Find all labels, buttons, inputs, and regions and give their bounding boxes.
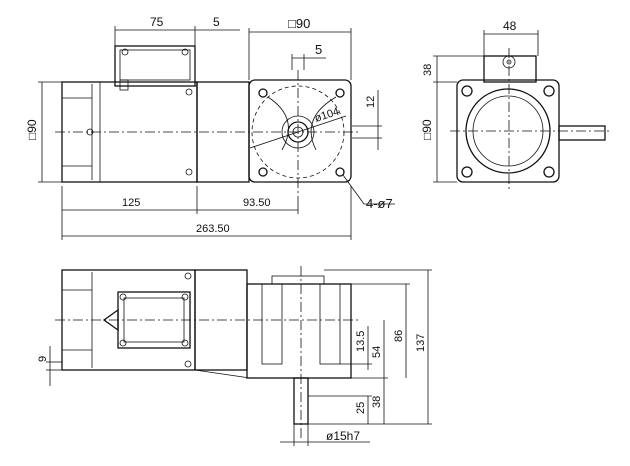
dim-25: 25	[355, 402, 367, 414]
dim-13-5: 13.5	[355, 331, 367, 352]
dim-flange-square: □90	[288, 16, 310, 31]
dim-front-offset: 9	[37, 356, 49, 362]
dim-shaft-offset: 5	[315, 42, 322, 57]
dim-box-width: 48	[503, 19, 517, 33]
dim-motor-length: 125	[122, 197, 140, 209]
dim-holes: 4-ø7	[366, 196, 393, 211]
dim-end-square: □90	[420, 119, 434, 140]
front-view: 9 13.5 54 86 137 25 38 ø15h7	[37, 266, 432, 446]
flange	[248, 79, 352, 183]
end-view: 48 38 □90	[420, 19, 610, 190]
dim-38: 38	[371, 396, 383, 408]
top-view: 75 5 □90 5 □90 ø104 12 4-ø7 125 93.50 26…	[25, 15, 395, 240]
dim-gap: 5	[213, 15, 220, 29]
dim-terminal-width: 75	[150, 15, 164, 29]
end-shaft	[558, 125, 606, 141]
dim-box-height: 38	[422, 64, 434, 76]
dim-54: 54	[371, 346, 383, 358]
dim-body-height: □90	[25, 119, 39, 140]
dim-gear-length: 93.50	[243, 197, 271, 209]
dim-total-length: 263.50	[196, 223, 230, 235]
dim-shaft: ø15h7	[326, 429, 360, 443]
dim-137: 137	[415, 334, 427, 352]
dim-key-height: 12	[365, 96, 377, 108]
dim-86: 86	[393, 330, 405, 342]
